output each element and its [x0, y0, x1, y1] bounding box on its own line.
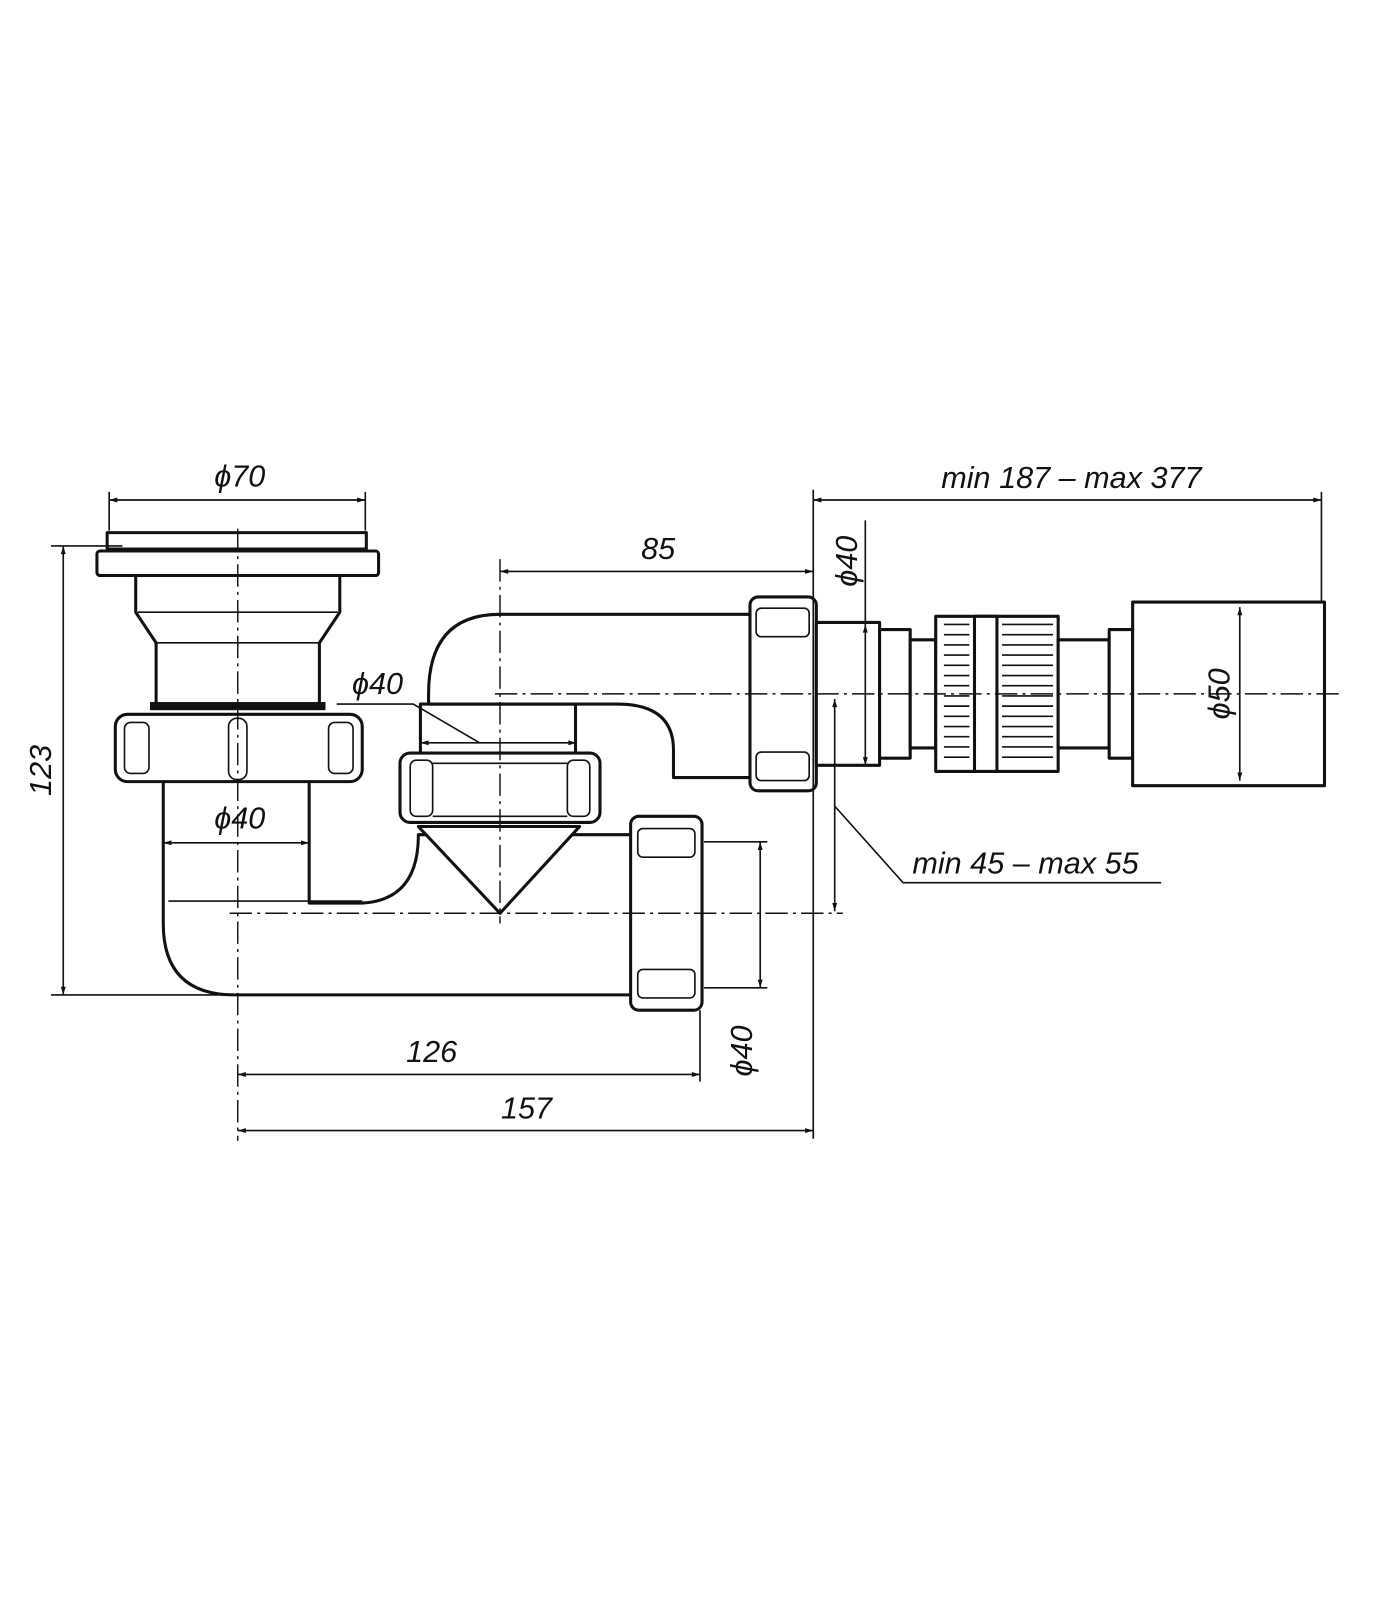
drain-nut	[113, 712, 364, 784]
dim-outlet-end-diameter: ϕ50	[1203, 668, 1237, 719]
dim-height: 123	[24, 745, 58, 796]
dim-horizontal-offset: 85	[641, 532, 676, 566]
dim-inner-pipe-diameter: ϕ40	[352, 667, 403, 701]
dimension-lines	[60, 497, 1322, 1134]
dimension-labels: ϕ70 min 187 – max 377 85 123 ϕ40 ϕ50 ϕ40…	[24, 460, 1237, 1126]
dim-outlet-pipe-diameter: ϕ40	[830, 536, 864, 587]
trap-riser	[418, 702, 578, 757]
dim-height-offset: min 45 – max 55	[912, 846, 1139, 880]
siphon-body	[95, 531, 1327, 1012]
dim-length-to-side-outlet: 126	[406, 1035, 458, 1069]
dim-flange-diameter: ϕ70	[214, 460, 265, 494]
upper-pipe	[427, 612, 752, 780]
dim-total-length: 157	[501, 1091, 553, 1125]
dim-outlet-length: min 187 – max 377	[941, 461, 1202, 495]
dim-drain-pipe-diameter: ϕ40	[214, 802, 265, 836]
bottom-elbow-pipe	[161, 779, 635, 997]
drain-ring	[105, 531, 368, 551]
center-lines	[51, 489, 1342, 1141]
trap-cone	[416, 825, 582, 915]
dim-side-outlet-diameter: ϕ40	[725, 1025, 759, 1076]
